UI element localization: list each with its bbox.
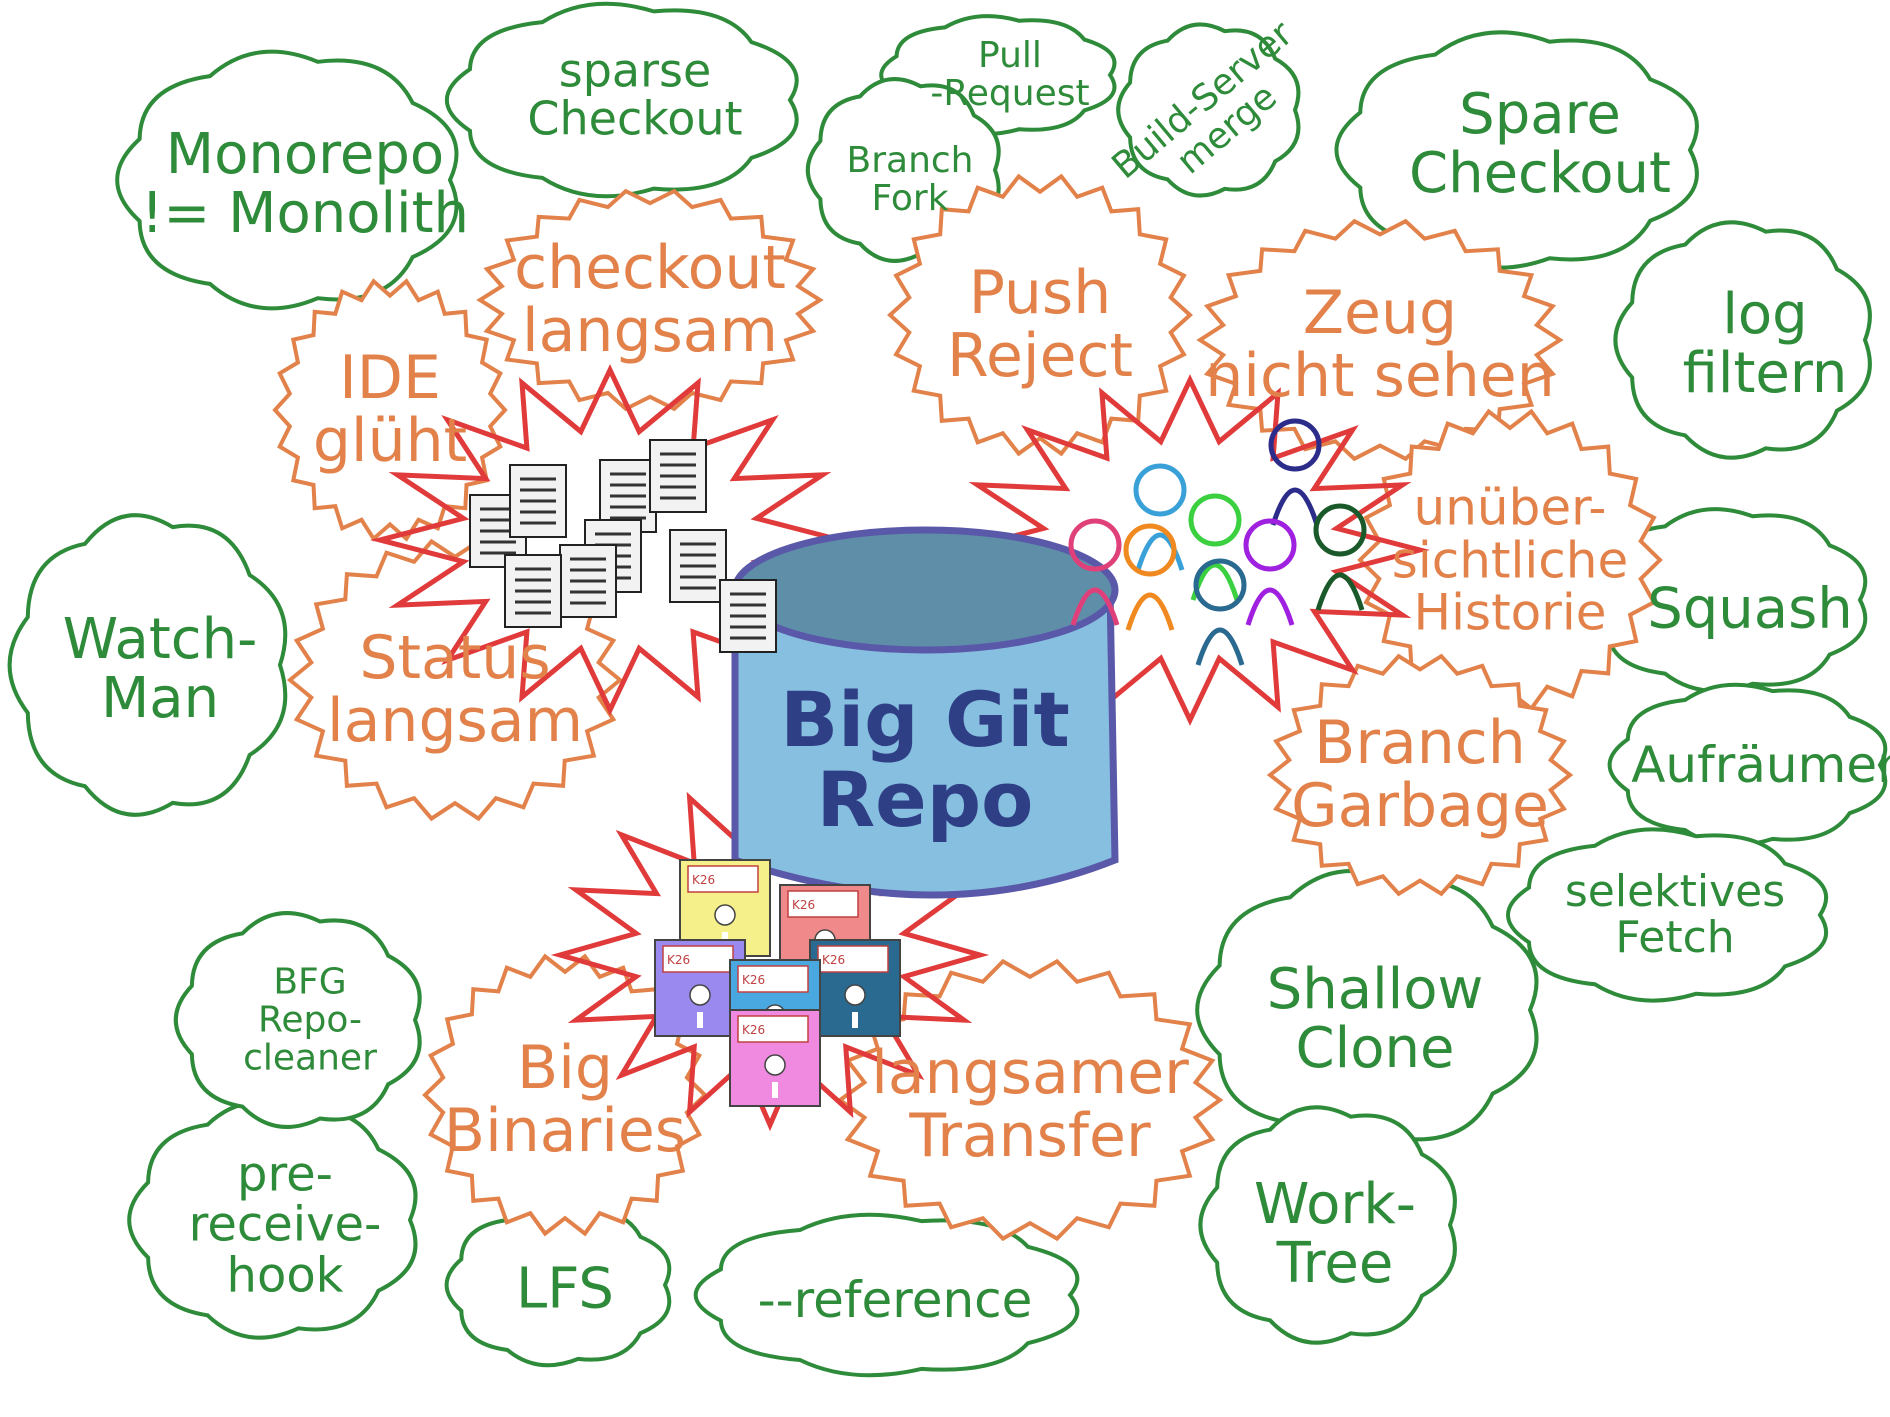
repo-title: Big Git Repo	[780, 675, 1070, 844]
cloud-sparse	[444, 1, 799, 199]
solution-bfg: BFG Repo- cleaner	[243, 961, 377, 1078]
burst-ide	[272, 278, 508, 542]
team-people-icon	[1068, 418, 1367, 666]
person-icon	[1313, 503, 1367, 611]
problem-checkout: checkout langsam	[514, 233, 786, 366]
problem-ide: IDE glüht	[312, 343, 468, 476]
solution-squash: Squash	[1647, 576, 1853, 642]
cloud-aufraeumen	[1607, 682, 1888, 848]
cloud-spare	[1334, 30, 1699, 270]
solution-worktree: Work- Tree	[1253, 1172, 1417, 1296]
problem-zeug: Zeug nicht sehen	[1205, 278, 1555, 411]
burst-historie	[1357, 408, 1663, 712]
solution-shallow: Shallow Clone	[1266, 957, 1484, 1081]
problem-bursts	[272, 173, 1663, 1242]
document-icon	[509, 464, 567, 538]
document-icon	[504, 554, 562, 628]
problem-status: Status langsam	[326, 623, 584, 756]
problem-historie: unüber- sichtliche Historie	[1391, 478, 1629, 642]
floppy-icon: K26	[809, 939, 901, 1037]
solution-selektiv: selektives Fetch	[1564, 865, 1786, 963]
problem-push: Push Reject	[946, 258, 1134, 391]
cloud-bfg	[173, 911, 422, 1129]
burst-checkout	[476, 188, 824, 412]
solution-monorepo: Monorepo != Monolith	[140, 122, 470, 246]
cloud-shallow	[1195, 868, 1539, 1152]
person-icon	[1133, 463, 1187, 571]
svg-text:K26: K26	[692, 873, 715, 887]
solution-branchfork: Branch Fork	[846, 140, 974, 219]
burst-push	[887, 173, 1193, 457]
solution-aufraeumen: Aufräumen	[1631, 735, 1890, 794]
problem-binaries: Big Binaries	[443, 1033, 687, 1166]
person-icon	[1123, 523, 1177, 631]
solution-clouds	[7, 1, 1888, 1378]
solution-prereceive: pre- receive- hook	[188, 1146, 382, 1304]
problem-garbage: Branch Garbage	[1291, 708, 1549, 841]
person-icon	[1068, 518, 1122, 626]
solution-watchman: Watch- Man	[62, 607, 258, 731]
solution-logfiltern: log filtern	[1682, 282, 1848, 406]
document-icon	[649, 439, 707, 513]
cloud-worktree	[1198, 1105, 1457, 1345]
person-icon	[1243, 518, 1297, 626]
person-icon	[1193, 558, 1247, 666]
cloud-logfiltern	[1613, 220, 1872, 460]
solution-lfs: LFS	[516, 1256, 614, 1322]
svg-text:K26: K26	[667, 953, 690, 967]
solution-reference: --reference	[757, 1270, 1033, 1329]
document-icon	[719, 579, 777, 653]
document-icon	[669, 529, 727, 603]
document-stack-icon	[469, 439, 777, 653]
svg-text:K26: K26	[792, 898, 815, 912]
floppy-icon: K26	[654, 939, 746, 1037]
floppy-icon: K26	[729, 1009, 821, 1107]
solution-spare: Spare Checkout	[1409, 82, 1671, 206]
red-burst-files	[370, 364, 850, 716]
solution-sparse: sparse Checkout	[527, 43, 743, 146]
problem-transfer: langsamer Transfer	[871, 1038, 1189, 1171]
svg-text:K26: K26	[742, 973, 765, 987]
person-icon	[1268, 418, 1322, 526]
cloud-buildserver	[1116, 22, 1301, 198]
cloud-selektiv	[1506, 827, 1829, 1003]
cloud-watchman	[7, 513, 288, 817]
cloud-reference	[693, 1212, 1080, 1378]
svg-text:K26: K26	[742, 1023, 765, 1037]
burst-garbage	[1266, 653, 1574, 897]
solution-pullrequest: Pull -Request	[930, 35, 1090, 114]
svg-text:K26: K26	[822, 953, 845, 967]
document-icon	[559, 544, 617, 618]
